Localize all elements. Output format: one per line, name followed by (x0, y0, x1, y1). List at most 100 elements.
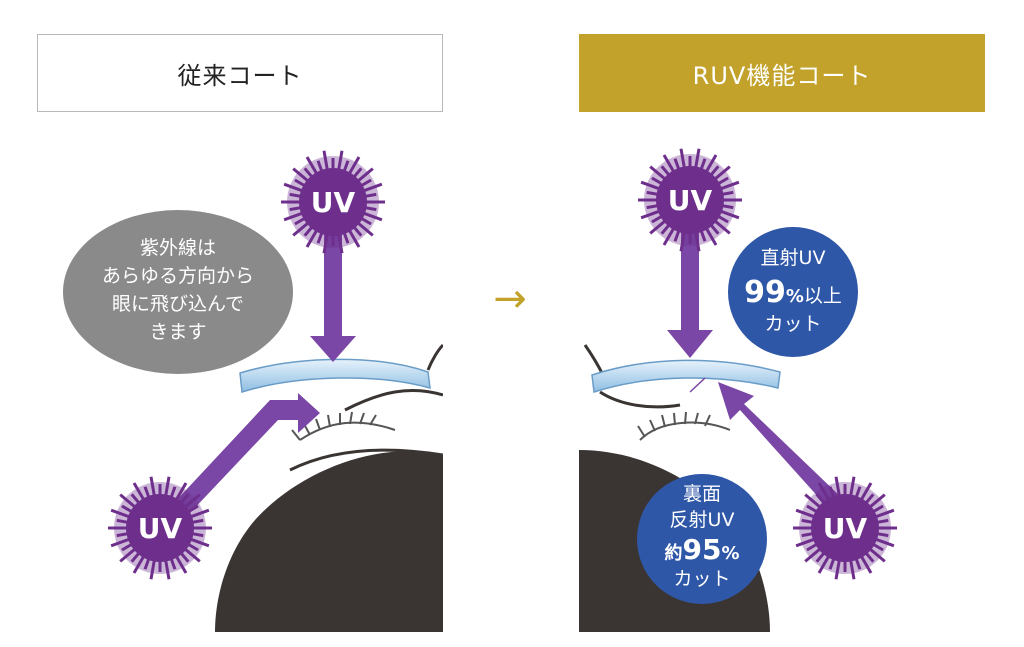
burst-spike (693, 229, 701, 252)
burst-spike (110, 536, 133, 548)
uv-label-bottom-right: UV (823, 512, 868, 545)
uv-ray-bottom-right (718, 382, 842, 510)
burst-spike (698, 158, 707, 173)
bubble-line-4: きます (149, 321, 206, 343)
burst-spike (294, 215, 308, 226)
burst-spike (341, 229, 350, 244)
burst-spike (341, 160, 350, 175)
burst-spike (173, 553, 188, 574)
burst-spike (163, 476, 171, 499)
burst-spike (303, 224, 315, 237)
burst-spike (121, 541, 135, 552)
burst-spike (815, 493, 827, 506)
burst-spike (351, 167, 363, 180)
burst-spike (360, 182, 383, 194)
burst-spike (362, 192, 377, 199)
back-uv-figure: 約95% (664, 533, 739, 566)
burst-spike (804, 546, 823, 563)
uv-burst-top-right (638, 148, 742, 252)
burst-spike (801, 518, 816, 525)
burst-spike (858, 482, 873, 503)
burst-spike (834, 557, 842, 580)
burst-spike (801, 531, 816, 538)
burst-spike (717, 208, 740, 220)
burst-spike (867, 493, 886, 510)
burst-spike (185, 541, 199, 552)
burst-spike (355, 167, 374, 184)
burst-spike (289, 205, 304, 212)
burst-spike (649, 165, 668, 182)
burst-spike (848, 476, 856, 499)
back-reflection-badge (637, 474, 767, 604)
uv-ray-top-left (324, 220, 342, 340)
burst-spike (872, 508, 895, 520)
burst-spike (110, 508, 133, 520)
uv-ray-top-left-head (310, 336, 356, 362)
burst-spike (717, 180, 740, 192)
burst-spike (130, 493, 142, 506)
burst-spike (804, 493, 823, 510)
burst-spike (189, 518, 204, 525)
burst-spike (693, 148, 701, 171)
burst-spike (698, 227, 707, 242)
burst-spike (283, 210, 306, 222)
burst-spike (817, 553, 832, 574)
uv-burst-bottom-right (793, 476, 897, 580)
burst-spike (651, 176, 665, 187)
burst-spike (874, 531, 889, 538)
burst-spike (815, 550, 827, 563)
burst-spike (119, 493, 138, 510)
direct-uv-percent: % (786, 286, 804, 307)
burst-spike (872, 536, 895, 548)
direct-uv-figure: 99%以上 (744, 275, 842, 310)
burst-spike (795, 508, 818, 520)
back-uv-line2: 反射UV (670, 509, 735, 531)
burst-spike (168, 486, 177, 501)
burst-spike (292, 167, 311, 184)
burst-spike (292, 220, 311, 237)
bubble-line-1: 紫外線は (140, 237, 216, 259)
burst-spike (649, 218, 668, 235)
burst-spike (322, 150, 330, 173)
back-uv-line4: カット (673, 568, 730, 590)
burst-spike (358, 215, 372, 226)
burst-spike (646, 190, 661, 197)
burst-spike (322, 231, 330, 254)
burst-spike (719, 203, 734, 210)
burst-spike (336, 231, 344, 254)
burst-spike (355, 220, 374, 237)
direct-uv-number: 99 (744, 275, 786, 310)
burst-spike (651, 213, 665, 224)
burst-spike (187, 536, 210, 548)
direct-uv-line1: 直射UV (761, 247, 826, 269)
uv-ray-top-right-head (667, 330, 713, 358)
burst-spike (119, 546, 138, 563)
ruv-coat-title: RUV機能コート (579, 34, 985, 112)
burst-spike (874, 518, 889, 525)
burst-spike (358, 178, 372, 189)
lens-left (239, 358, 431, 393)
burst-spike (143, 486, 152, 501)
burst-spike (863, 550, 875, 563)
burst-spike (858, 553, 873, 574)
burst-spike (870, 541, 884, 552)
burst-spike (316, 160, 325, 175)
burst-spike (817, 482, 832, 503)
burst-spike (712, 218, 731, 235)
burst-spike (828, 486, 837, 501)
burst-spike (168, 555, 177, 570)
burst-spike (703, 225, 718, 246)
burst-spike (870, 504, 884, 515)
burst-spike (121, 504, 135, 515)
burst-spike (182, 546, 201, 563)
direct-uv-suffix: 以上 (804, 285, 842, 307)
burst-spike (149, 557, 157, 580)
burst-spike (828, 555, 837, 570)
burst-spike (163, 557, 171, 580)
back-uv-line1: 裏面 (683, 483, 721, 505)
bubble-line-2: あらゆる方向から (102, 265, 254, 287)
burst-spike (673, 227, 682, 242)
burst-spike (346, 156, 361, 177)
burst-spike (662, 225, 677, 246)
burst-spike (182, 493, 201, 510)
